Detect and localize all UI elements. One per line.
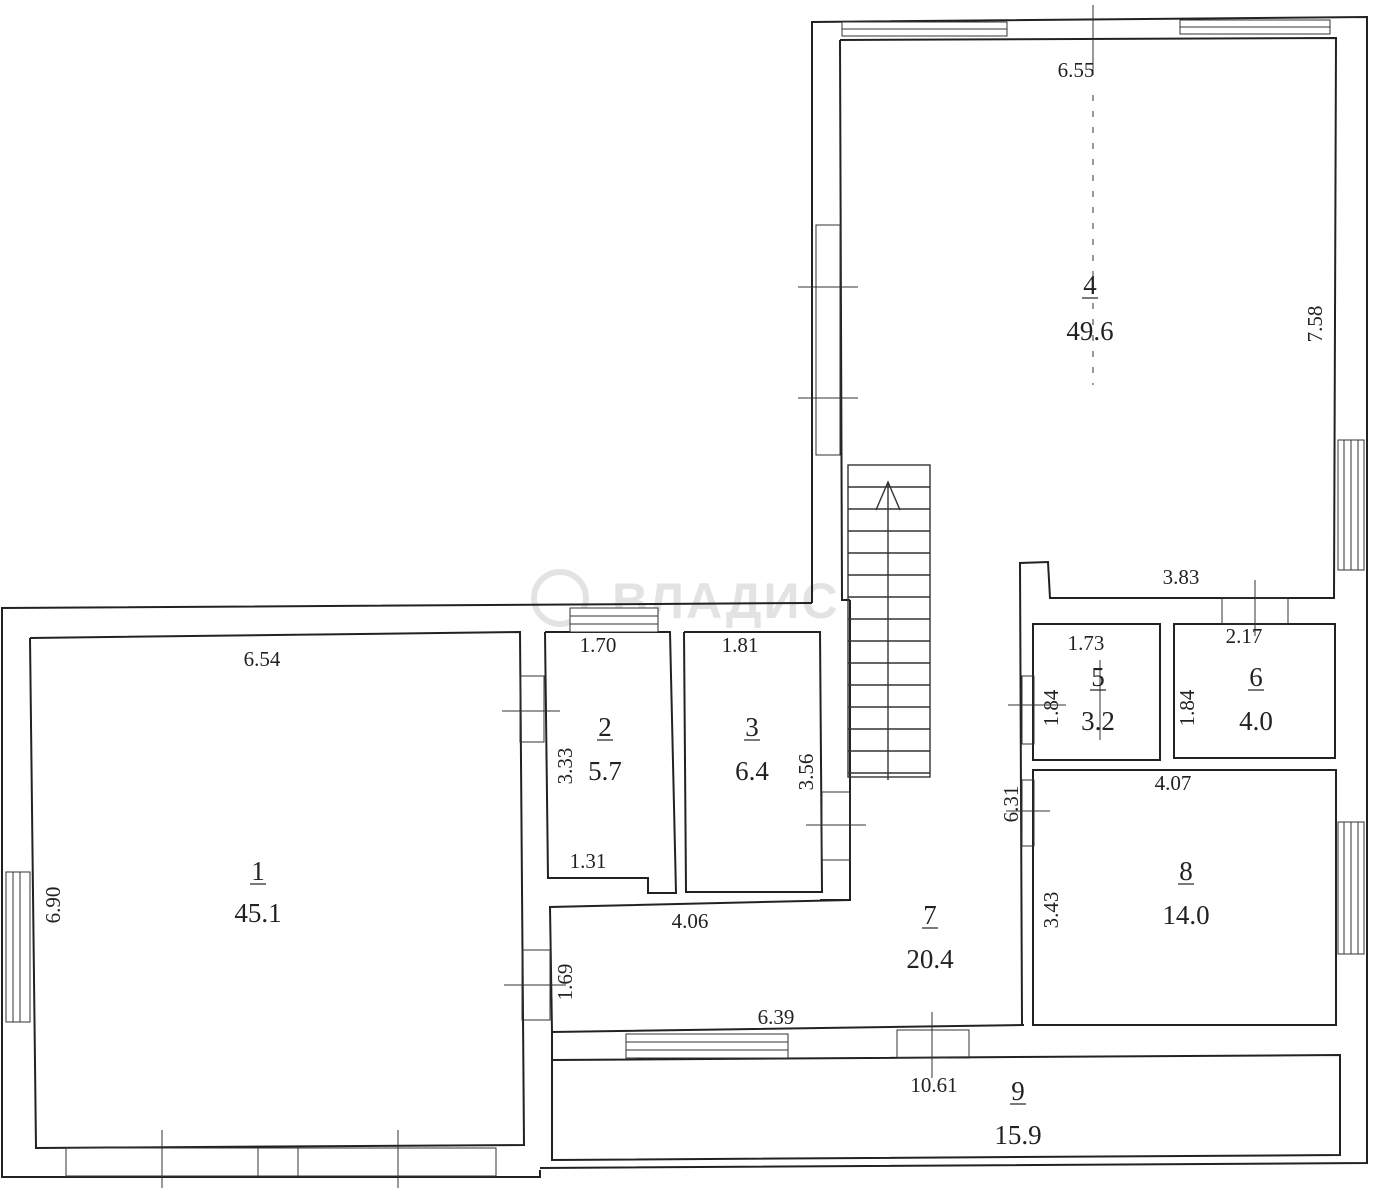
room-8-label: 8 14.0 xyxy=(1162,856,1209,930)
dim-room-3-top: 1.81 xyxy=(722,633,759,657)
dim-room-5-side: 1.84 xyxy=(1039,689,1063,726)
dim-room-7-right: 6.31 xyxy=(999,786,1023,823)
dim-room-5-top: 1.73 xyxy=(1068,631,1105,655)
room-1-label: 1 45.1 xyxy=(234,856,281,928)
room-4-number: 4 xyxy=(1083,270,1097,300)
dim-room-4-side: 7.58 xyxy=(1303,306,1327,343)
room-9-outline xyxy=(551,1053,1341,1162)
room-9-number: 9 xyxy=(1011,1076,1025,1106)
room-2-outline xyxy=(544,631,678,894)
room-6-number: 6 xyxy=(1249,662,1263,692)
dim-room-7-top: 4.06 xyxy=(672,909,709,933)
room-5-number: 5 xyxy=(1091,662,1105,692)
room-7-area: 20.4 xyxy=(906,944,954,974)
dim-room-7-bottom: 6.39 xyxy=(758,1005,795,1029)
dim-room-6-top: 2.17 xyxy=(1226,624,1263,648)
room-8-outline xyxy=(1032,769,1337,1026)
dim-room-1-width: 6.54 xyxy=(244,647,281,671)
room-9-label: 9 15.9 xyxy=(994,1076,1041,1150)
dim-room-3-side: 3.56 xyxy=(794,754,818,791)
room-1-number: 1 xyxy=(251,856,265,886)
room-7-outline xyxy=(548,899,1025,1034)
room-2-area: 5.7 xyxy=(588,756,622,786)
staircase xyxy=(847,464,931,780)
room-7-number: 7 xyxy=(923,900,937,930)
dim-room-4-bottom: 3.83 xyxy=(1163,565,1200,589)
watermark-logo xyxy=(531,569,589,627)
room-6-label: 6 4.0 xyxy=(1239,662,1273,736)
room-8-number: 8 xyxy=(1179,856,1193,886)
room-1-area: 45.1 xyxy=(234,898,281,928)
room-6-area: 4.0 xyxy=(1239,706,1273,736)
dim-room-7-side: 1.69 xyxy=(553,964,577,1001)
dim-room-4-top: 6.55 xyxy=(1058,58,1095,82)
room-7-label: 7 20.4 xyxy=(906,900,954,974)
room-5-area: 3.2 xyxy=(1081,706,1115,736)
dim-room-9-top: 10.61 xyxy=(910,1073,957,1097)
dim-room-8-top: 4.07 xyxy=(1155,771,1192,795)
room-3-outline xyxy=(683,631,824,893)
dim-room-8-side: 3.43 xyxy=(1039,892,1063,929)
room-2-label: 2 5.7 xyxy=(588,712,622,786)
room-9-area: 15.9 xyxy=(994,1120,1041,1150)
dim-room-1-height: 6.90 xyxy=(41,887,65,924)
dim-room-2-side: 3.33 xyxy=(553,748,577,785)
room-8-area: 14.0 xyxy=(1162,900,1209,930)
windows xyxy=(5,19,1365,1177)
dim-room-2-bottom: 1.31 xyxy=(570,849,607,873)
room-3-area: 6.4 xyxy=(735,756,769,786)
dimension-lines xyxy=(161,5,1256,1188)
room-4-area: 49.6 xyxy=(1066,316,1113,346)
room-3-label: 3 6.4 xyxy=(735,712,769,786)
room-5-label: 5 3.2 xyxy=(1081,662,1115,736)
room-4-label: 4 49.6 xyxy=(1066,270,1113,346)
room-2-number: 2 xyxy=(598,712,612,742)
dim-room-6-side: 1.84 xyxy=(1175,689,1199,726)
dim-room-2-top: 1.70 xyxy=(580,633,617,657)
room-5-outline xyxy=(1032,623,1161,761)
room-3-number: 3 xyxy=(745,712,759,742)
